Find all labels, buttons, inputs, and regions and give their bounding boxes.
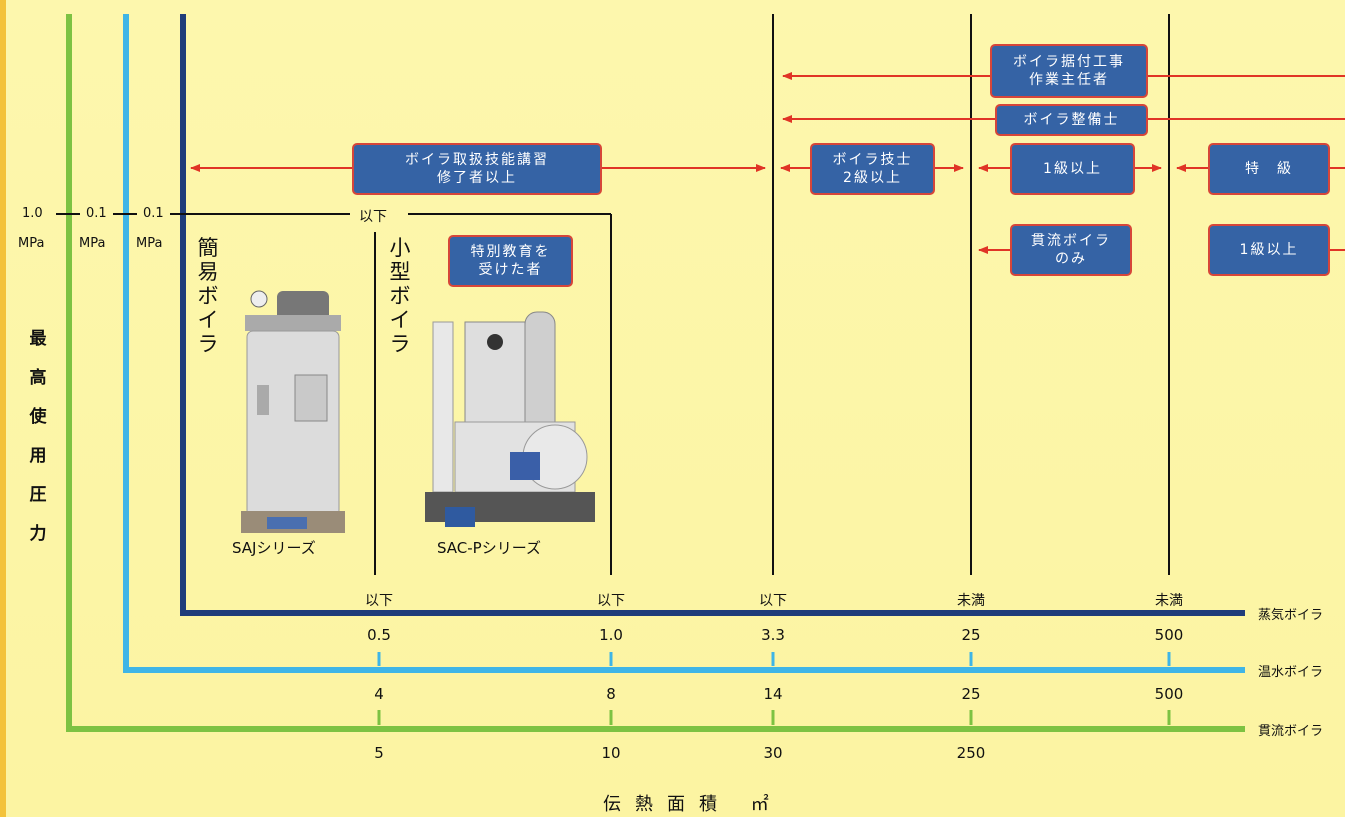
- steam-value-4: 500: [1154, 626, 1184, 644]
- qual-engineer-2nd: ボイラ技士 2級以上: [810, 143, 935, 195]
- category-simple-boiler: 簡易ボイラ: [197, 236, 219, 356]
- steam-value-2: 3.3: [761, 626, 785, 644]
- qual-handling-course: ボイラ取扱技能講習 修了者以上: [352, 143, 602, 195]
- y-axis-title: 最高使用圧力: [29, 329, 47, 544]
- hot-water-value-4: 500: [1154, 685, 1184, 703]
- pressure-unit-once-through: MPa: [18, 236, 45, 251]
- once-through-value-3: 250: [956, 744, 986, 762]
- steam-value-0: 0.5: [367, 626, 391, 644]
- steam-qualifier-4: 未満: [1155, 593, 1183, 609]
- hot-water-axis-line: [123, 14, 1245, 673]
- hot-water-value-1: 8: [606, 685, 616, 703]
- qual-install-chief: ボイラ据付工事 作業主任者: [990, 44, 1148, 98]
- label-hot-water-boiler: 温水ボイラ: [1258, 665, 1324, 680]
- hot-water-value-2: 14: [763, 685, 783, 703]
- qual-grade1-b: 1級以上: [1208, 224, 1330, 276]
- once-through-axis-line: [66, 14, 1245, 732]
- qual-grade1-a: 1級以上: [1010, 143, 1135, 195]
- label-steam-boiler: 蒸気ボイラ: [1258, 608, 1324, 623]
- pressure-value-steam: 0.1: [143, 206, 164, 221]
- steam-qualifier-0: 以下: [365, 593, 393, 609]
- once-through-value-0: 5: [374, 744, 384, 762]
- steam-qualifier-1: 以下: [597, 593, 625, 609]
- hot-water-value-3: 25: [961, 685, 981, 703]
- qual-special: 特 級: [1208, 143, 1330, 195]
- once-through-value-2: 30: [763, 744, 783, 762]
- left-edge-band: [0, 0, 6, 817]
- pressure-unit-steam: MPa: [136, 236, 163, 251]
- steam-qualifier-2: 以下: [759, 593, 787, 609]
- pressure-unit-hot-water: MPa: [79, 236, 106, 251]
- product-saj-caption: SAJシリーズ: [232, 539, 316, 557]
- label-once-through-boiler: 貫流ボイラ: [1258, 724, 1324, 739]
- qual-special-education: 特別教育を 受けた者: [448, 235, 573, 287]
- steam-value-3: 25: [961, 626, 981, 644]
- steam-qualifier-3: 未満: [957, 593, 985, 609]
- hot-water-value-0: 4: [374, 685, 384, 703]
- x-axis-title: 伝熱面積 ㎡: [603, 794, 783, 815]
- pressure-value-hot-water: 0.1: [86, 206, 107, 221]
- saj-boiler-image: [241, 290, 345, 533]
- sac-p-boiler-image: [425, 311, 595, 527]
- pressure-value-once-through: 1.0: [22, 206, 43, 221]
- category-small-boiler: 小型ボイラ: [389, 236, 411, 356]
- steam-value-1: 1.0: [599, 626, 623, 644]
- once-through-value-1: 10: [601, 744, 621, 762]
- pressure-qualifier: 以下: [359, 209, 387, 225]
- qual-maintenance: ボイラ整備士: [995, 104, 1148, 136]
- product-sac-p-caption: SAC-Pシリーズ: [437, 539, 541, 557]
- qual-once-through-only: 貫流ボイラ のみ: [1010, 224, 1132, 276]
